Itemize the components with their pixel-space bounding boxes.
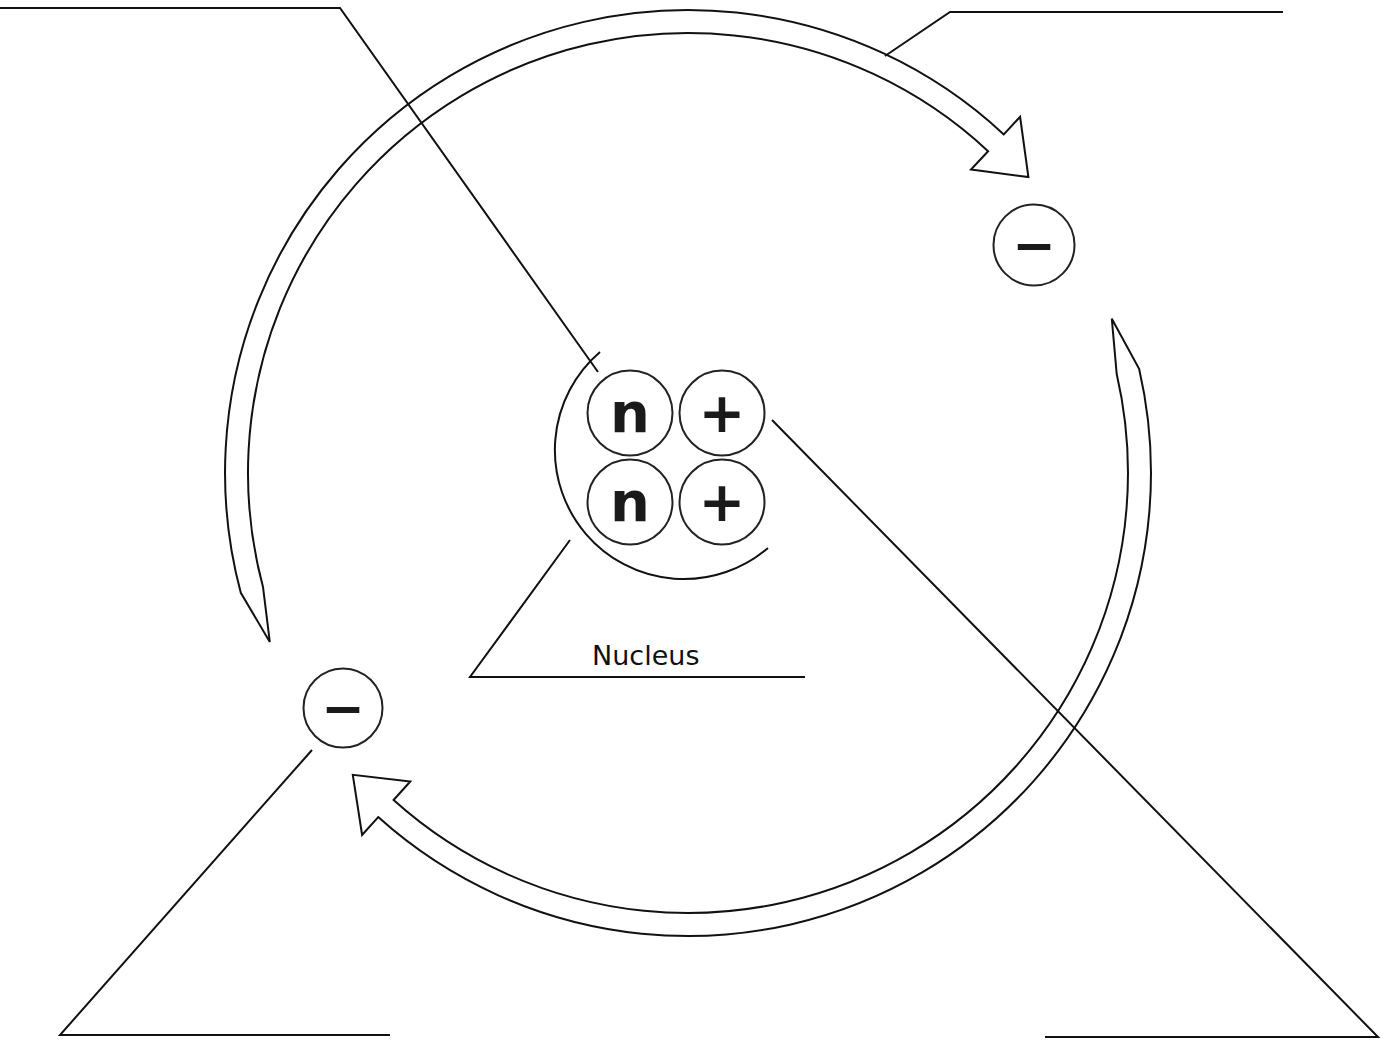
circle-outline [680, 371, 765, 456]
orbit-arrow [225, 10, 1028, 642]
particle-symbol: n [610, 474, 650, 530]
particle-symbol: + [699, 474, 746, 530]
leader-line [60, 750, 390, 1035]
nucleon-circle: n [586, 369, 674, 457]
part-label: Nucleus [592, 640, 699, 671]
circle-outline [588, 460, 673, 545]
circle-outline [588, 371, 673, 456]
nucleus-bracket [555, 352, 768, 579]
particle-symbol: − [1012, 219, 1056, 271]
particle-symbol: + [699, 385, 746, 441]
leader-line [470, 540, 805, 677]
circle-outline [304, 669, 383, 748]
particle-symbol: n [610, 385, 650, 441]
leader-line [885, 12, 1283, 56]
electron-circle: − [992, 203, 1076, 287]
particle-symbol: − [321, 682, 365, 734]
leader-line [0, 8, 598, 372]
nucleon-circle: + [678, 369, 766, 457]
electron-circle: − [302, 667, 384, 749]
orbit-arrow [353, 319, 1151, 936]
nucleon-circle: n [586, 458, 674, 546]
leader-line [772, 420, 1378, 1037]
nucleon-circle: + [678, 458, 766, 546]
circle-outline [680, 460, 765, 545]
circle-outline [994, 205, 1075, 286]
